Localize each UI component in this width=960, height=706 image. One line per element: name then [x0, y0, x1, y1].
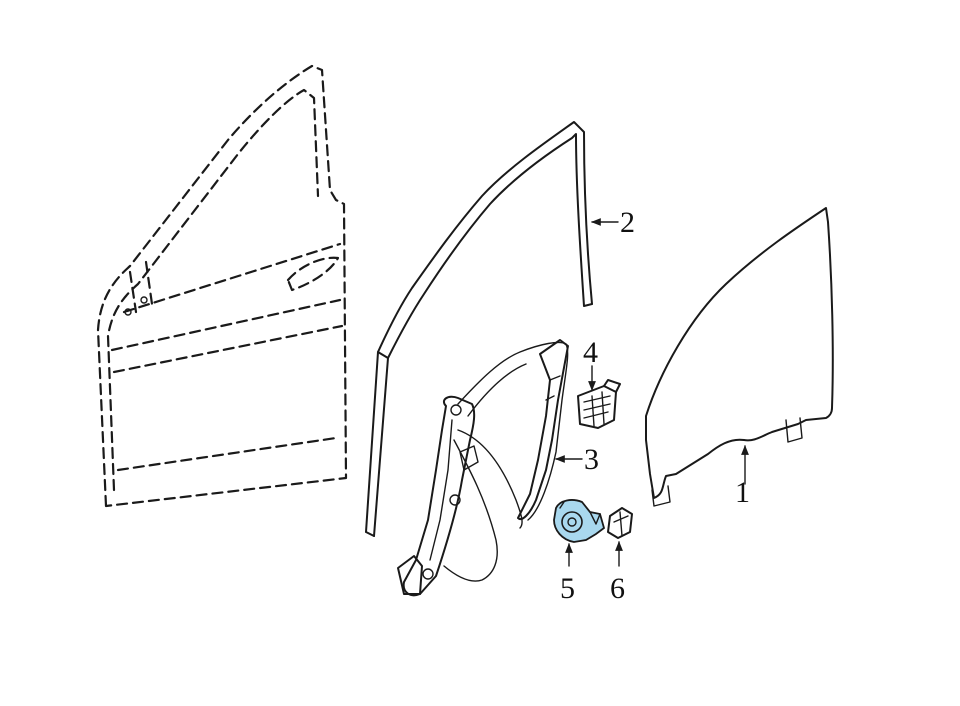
door-glass-part	[645, 207, 834, 507]
callout-label-3: 3	[584, 443, 599, 476]
callout-6: 6	[610, 541, 625, 605]
callout-label-2: 2	[620, 206, 635, 239]
window-regulator-part	[397, 339, 569, 597]
clip-part	[607, 507, 633, 539]
callout-5: 5	[560, 543, 575, 605]
callout-label-4: 4	[583, 336, 598, 369]
callout-label-5: 5	[560, 572, 575, 605]
door-shell-outline	[96, 64, 348, 508]
callout-1: 1	[735, 445, 750, 509]
callout-4: 4	[583, 336, 598, 391]
regulator-motor-part	[553, 499, 606, 543]
run-channel-part	[365, 121, 593, 537]
bracket-part	[577, 379, 621, 429]
callout-2: 2	[591, 206, 635, 239]
callout-label-1: 1	[735, 476, 750, 509]
callout-label-6: 6	[610, 572, 625, 605]
callout-3: 3	[555, 443, 599, 476]
